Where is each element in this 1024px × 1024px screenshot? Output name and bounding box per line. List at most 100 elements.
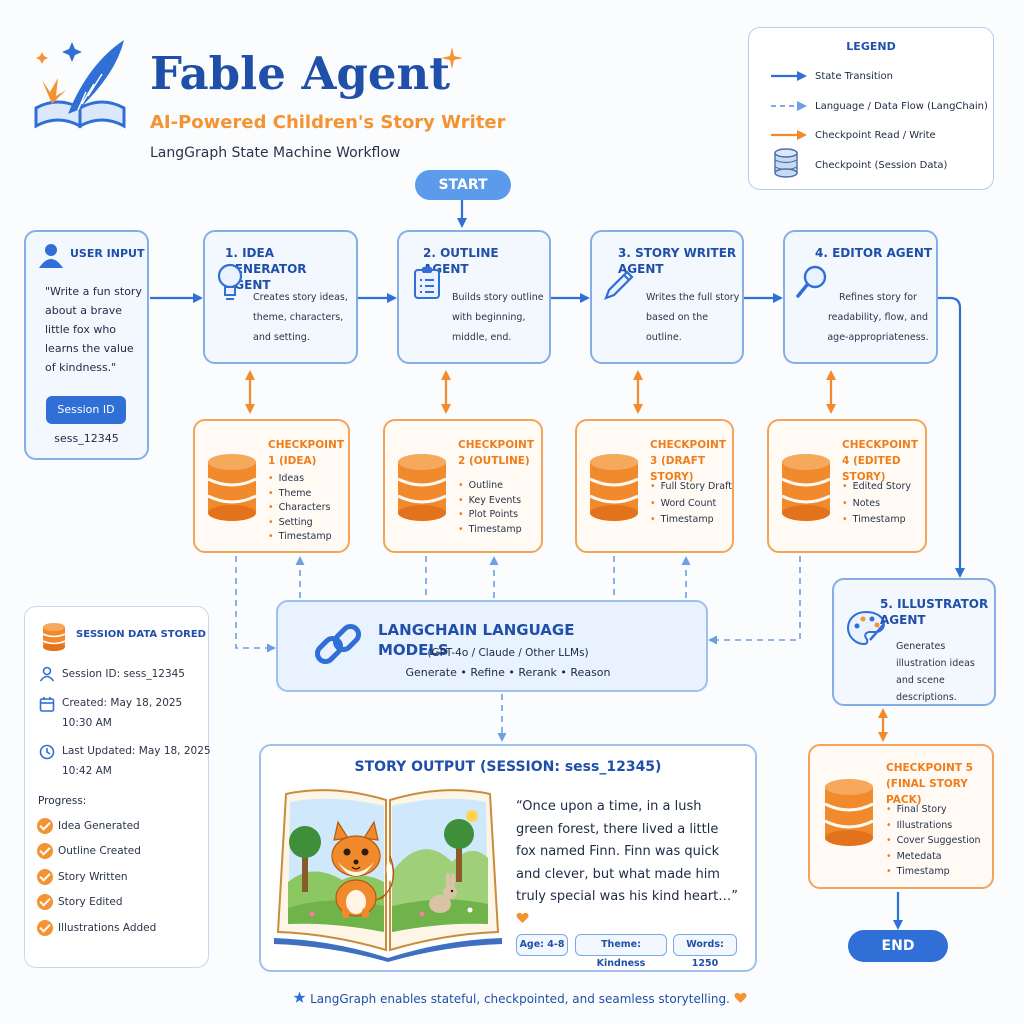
list-item: Cover Suggestion (886, 833, 981, 849)
agent-description: Writes the full story based on the outli… (646, 292, 740, 343)
checkpoint-1-node: CHECKPOINT 1 (IDEA) Ideas Theme Characte… (193, 419, 350, 553)
illustrator-agent-node: 5. ILLUSTRATOR AGENT Generates illustrat… (832, 578, 996, 706)
storybook-fox-illustration (274, 789, 502, 962)
legend-item: State Transition (815, 71, 894, 82)
session-id-row: Session ID: sess_12345 (62, 668, 185, 680)
list-item: Full Story Draft (650, 479, 732, 496)
check-icon (37, 818, 53, 834)
user-input-title: USER INPUT (70, 247, 145, 260)
last-updated-date: Last Updated: May 18, 2025 (62, 745, 211, 757)
page-subtitle: AI-Powered Children's Story Writer (150, 112, 506, 133)
database-icon (207, 454, 257, 521)
list-item: Setting (268, 516, 332, 531)
checkpoint-items: Final Story Illustrations Cover Suggesti… (886, 802, 981, 880)
checkpoint-4-node: CHECKPOINT 4 (EDITED STORY) Edited Story… (767, 419, 927, 553)
database-icon (589, 454, 639, 521)
state-transition-arrows (150, 200, 965, 930)
footer-note: LangGraph enables stateful, checkpointed… (160, 990, 880, 1008)
user-icon (39, 666, 55, 682)
footer-text: LangGraph enables stateful, checkpointed… (310, 992, 730, 1006)
story-excerpt-text: “Once upon a time, in a lush green fores… (516, 799, 739, 904)
created-date: Created: May 18, 2025 (62, 697, 183, 709)
session-data-panel (24, 606, 209, 968)
agent-description: Refines story for readability, flow, and… (827, 292, 929, 343)
legend-item: Checkpoint Read / Write (815, 130, 936, 141)
agent-title: 5. ILLUSTRATOR AGENT (880, 597, 989, 627)
clipboard-icon (414, 267, 440, 299)
list-item: Timestamp (268, 530, 332, 545)
language-flow-legend-icon (771, 101, 807, 111)
list-item: Timestamp (842, 512, 911, 529)
database-icon (781, 454, 831, 521)
checkpoint-2-node: CHECKPOINT 2 (OUTLINE) Outline Key Event… (383, 419, 543, 553)
heart-icon (516, 912, 529, 923)
start-node: START (415, 170, 511, 200)
pencil-icon (604, 270, 634, 300)
chain-link-icon (314, 623, 362, 665)
check-icon (37, 894, 53, 910)
database-icon (42, 623, 66, 651)
star-icon (293, 991, 306, 1003)
agent-title: 4. EDITOR AGENT (815, 246, 933, 260)
palette-icon (846, 610, 886, 646)
list-item: Final Story (886, 802, 981, 818)
list-item: Key Events (458, 494, 522, 509)
story-excerpt: “Once upon a time, in a lush green fores… (516, 796, 742, 931)
langchain-operations: Generate • Refine • Rerank • Reason (405, 666, 611, 679)
checkpoint-items: Full Story Draft Word Count Timestamp (650, 479, 732, 529)
magnifier-icon (796, 265, 827, 298)
database-legend-icon (774, 148, 798, 178)
calendar-icon (39, 697, 55, 712)
session-panel-title: SESSION DATA STORED (76, 629, 206, 640)
checkpoint-title: CHECKPOINT 4 (EDITED STORY) (842, 439, 918, 483)
idea-generator-agent-node: 1. IDEA GENERATOR AGENT Creates story id… (203, 230, 358, 364)
story-output-title: STORY OUTPUT (SESSION: sess_12345) (354, 759, 662, 775)
list-item: Ideas (268, 472, 332, 487)
checkpoint-title: CHECKPOINT 2 (OUTLINE) (458, 439, 534, 467)
checkpoint-items: Edited Story Notes Timestamp (842, 479, 911, 529)
book-quill-logo-icon (34, 40, 126, 129)
agent-title: 2. OUTLINE AGENT (423, 246, 499, 276)
words-chip: Words: 1250 (673, 934, 737, 969)
langchain-title: LANGCHAIN LANGUAGE MODELS (378, 621, 575, 659)
agent-description: Creates story ideas, theme, characters, … (253, 292, 348, 343)
list-item: Timestamp (458, 523, 522, 538)
check-icon (37, 869, 53, 885)
langchain-models-node: LANGCHAIN LANGUAGE MODELS (GPT-4o / Clau… (276, 600, 708, 692)
user-input-card: USER INPUT "Write a fun story about a br… (24, 230, 149, 460)
list-item: Characters (268, 501, 332, 516)
checkpoint-title: CHECKPOINT 1 (IDEA) (268, 439, 344, 467)
check-icon (37, 843, 53, 859)
list-item: Notes (842, 496, 911, 513)
agent-description: Generates illustration ideas and scene d… (896, 641, 975, 703)
database-icon (397, 454, 447, 521)
state-transition-legend-icon (771, 71, 807, 81)
list-item: Illustrations (886, 818, 981, 834)
check-icon (37, 920, 53, 936)
age-chip: Age: 4-8 (516, 934, 568, 956)
outline-agent-node: 2. OUTLINE AGENT Builds story outline wi… (397, 230, 551, 364)
session-id-button[interactable]: Session ID (46, 396, 126, 424)
last-updated-time: 10:42 AM (62, 765, 112, 777)
lightbulb-icon (217, 263, 243, 300)
progress-item: Story Edited (58, 896, 123, 908)
sparkle-icon (441, 47, 463, 69)
checkpoint-5-node: CHECKPOINT 5 (FINAL STORY PACK) Final St… (808, 744, 994, 889)
progress-item: Illustrations Added (58, 922, 157, 934)
story-writer-agent-node: 3. STORY WRITER AGENT Writes the full st… (590, 230, 744, 364)
legend-item: Checkpoint (Session Data) (815, 160, 948, 171)
checkpoint-items: Outline Key Events Plot Points Timestamp (458, 479, 522, 537)
end-node: END (848, 930, 948, 962)
list-item: Word Count (650, 496, 732, 513)
page-tagline: LangGraph State Machine Workflow (150, 145, 401, 161)
theme-chip: Theme: Kindness (575, 934, 667, 969)
database-icon (824, 779, 874, 846)
progress-item: Story Written (58, 871, 128, 883)
list-item: Plot Points (458, 508, 522, 523)
list-item: Timestamp (650, 512, 732, 529)
list-item: Edited Story (842, 479, 911, 496)
page-title: Fable Agent (150, 47, 451, 100)
heart-icon (734, 992, 747, 1003)
langchain-models: (GPT-4o / Claude / Other LLMs) (427, 647, 589, 659)
